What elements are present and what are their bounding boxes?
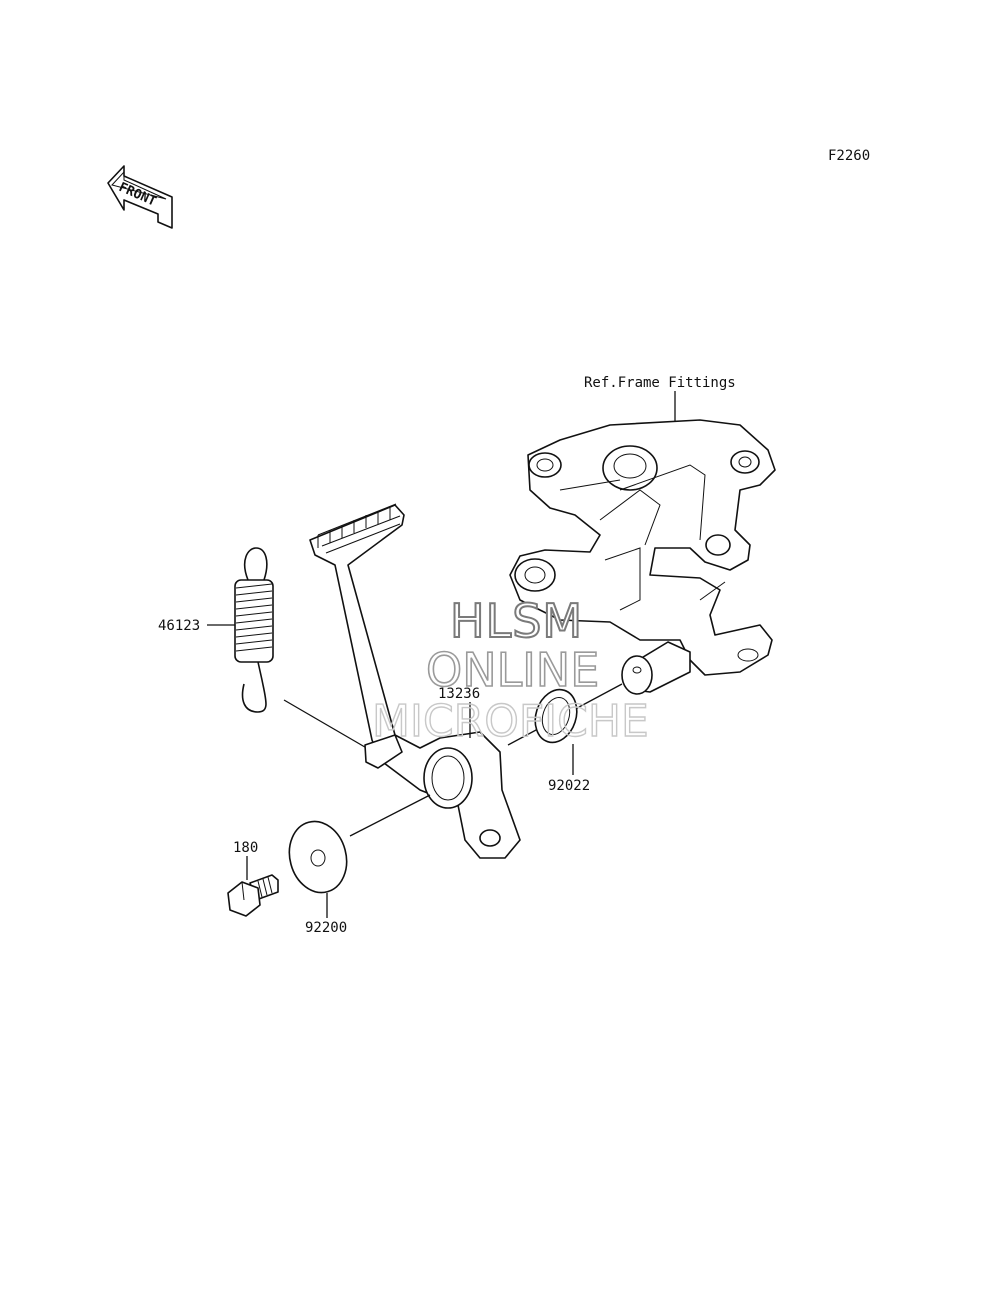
bolt-180	[227, 874, 279, 917]
watermark-line2: ONLINE	[426, 643, 599, 697]
part-label-180: 180	[233, 840, 258, 856]
diagram-code: F2260	[828, 148, 870, 164]
washer-92200	[288, 820, 348, 894]
front-arrow-icon: FRONT	[107, 165, 173, 229]
watermark-line1: HLSM	[450, 594, 583, 648]
part-label-46123: 46123	[158, 618, 200, 634]
watermark: HLSM ONLINE MICROFICHE	[371, 593, 649, 748]
washer-92022	[534, 688, 578, 744]
part-label-13236: 13236	[438, 686, 480, 702]
brake-pedal	[309, 503, 521, 859]
return-spring	[234, 547, 274, 713]
frame-fitting-bracket	[509, 419, 776, 695]
part-label-92200: 92200	[305, 920, 347, 936]
reference-label: Ref.Frame Fittings	[584, 375, 736, 391]
watermark-line3: MICROFICHE	[372, 696, 649, 747]
part-label-92022: 92022	[548, 778, 590, 794]
